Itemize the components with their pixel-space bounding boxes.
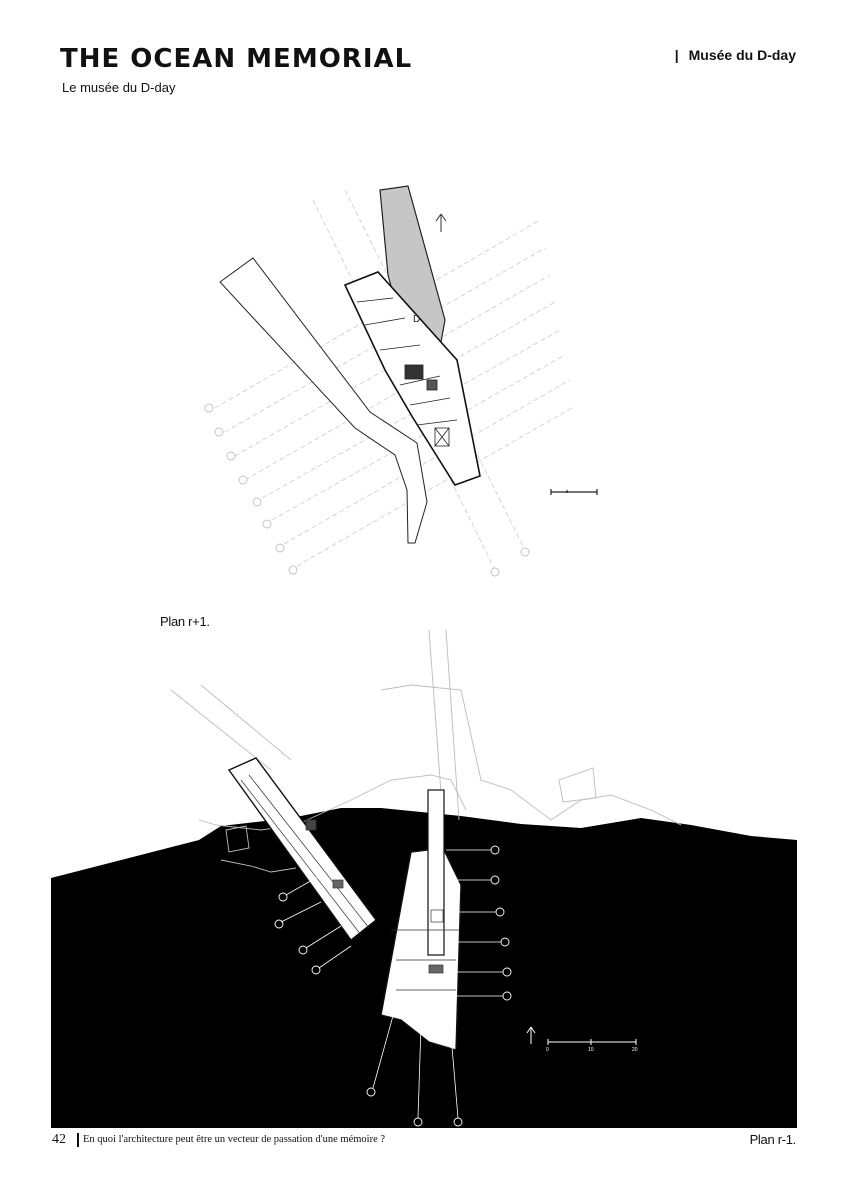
scale-tick: 0 [546, 1047, 549, 1053]
footer-question: En quoi l'architecture peut être un vect… [77, 1133, 385, 1147]
scale-tick: 10 [588, 1047, 594, 1053]
central-interior [391, 909, 459, 991]
lower-plan-caption: Plan r-1. [749, 1132, 797, 1147]
upper-plan-drawing: D [204, 185, 598, 577]
upper-floor-plan: D [195, 180, 615, 580]
north-arrow-icon [435, 213, 447, 232]
lower-scale-bar [547, 1039, 637, 1045]
site-outlines [170, 629, 682, 873]
plan-marker-d: D [413, 314, 420, 325]
lower-floor-plan: 0 10 20 [51, 629, 797, 1128]
scale-tick: 20 [632, 1047, 638, 1053]
section-tag-label: Musée du D-day [688, 47, 796, 63]
page-number: 42 [52, 1132, 66, 1147]
lower-plan-drawing: 0 10 20 [51, 629, 797, 1128]
lower-scale-ticks: 0 10 20 [546, 1047, 638, 1053]
interior-walls [356, 297, 458, 447]
pier-outline [219, 257, 428, 544]
page-footer: 42 En quoi l'architecture peut être un v… [0, 1132, 848, 1152]
scale-bar [550, 489, 598, 495]
left-wing-interior [240, 774, 370, 936]
plan-grid-bubbles [204, 403, 530, 577]
page-title: THE OCEAN MEMORIAL [60, 44, 413, 74]
lower-north-arrow-icon [526, 1026, 536, 1044]
callout-leaders [280, 849, 503, 1119]
central-tower [427, 789, 445, 956]
callout-bubbles [274, 845, 512, 1127]
left-gallery-wing [227, 757, 377, 942]
upper-plan-caption: Plan r+1. [160, 614, 210, 629]
page-subtitle: Le musée du D-day [62, 80, 176, 95]
section-tag: | Musée du D-day [675, 47, 796, 63]
section-divider: | [674, 47, 679, 63]
